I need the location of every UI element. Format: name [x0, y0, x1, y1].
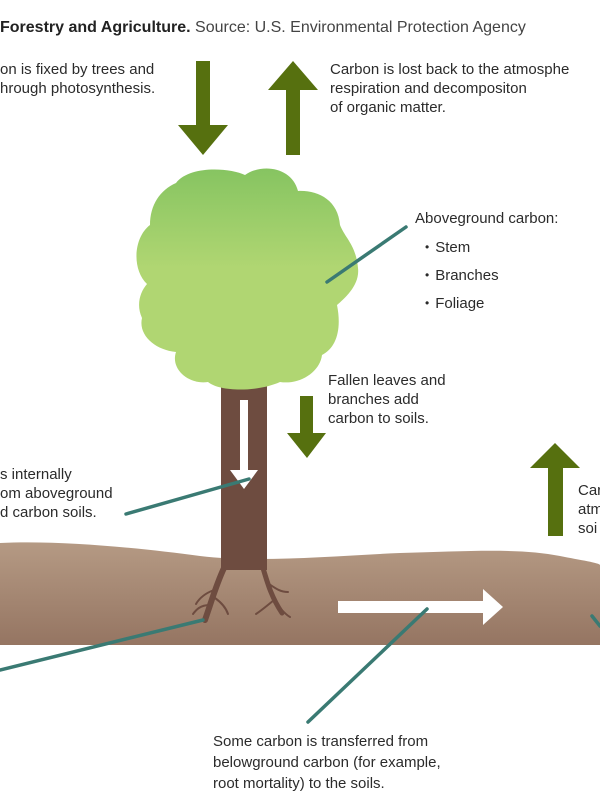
aboveground-title: Aboveground carbon: — [415, 210, 559, 227]
label-line: Carbon is lost back to the atmosphe — [330, 61, 570, 78]
label-aboveground-carbon: Aboveground carbon: Stem Branches Foliag… — [415, 209, 558, 318]
leader-lines — [0, 225, 600, 724]
label-carbon-fixed: on is fixed by trees and hrough photosyn… — [0, 60, 155, 98]
leader-internal — [124, 477, 251, 516]
label-line: on is fixed by trees and — [0, 61, 155, 78]
label-line: d carbon soils. — [0, 504, 97, 521]
photosynthesis-down-arrow — [178, 61, 228, 155]
tree-canopy — [136, 168, 359, 390]
caption-title: Forestry and Agriculture. — [0, 19, 191, 36]
label-line: hrough photosynthesis. — [0, 80, 156, 97]
leader-soil-right — [590, 614, 600, 628]
label-line: Some carbon is transferred from — [213, 733, 429, 750]
label-line: belowground carbon (for example, — [213, 754, 441, 771]
label-line: respiration and decompositon — [330, 80, 527, 97]
aboveground-list: Stem Branches Foliage — [425, 234, 558, 318]
soil-respiration-up-arrow — [530, 443, 580, 536]
label-carbon-lost: Carbon is lost back to the atmosphe resp… — [330, 60, 569, 117]
soil-layer — [0, 542, 600, 645]
label-soil-carbon-loss: Car atm soi — [578, 481, 600, 538]
caption-source: Source: U.S. Environmental Protection Ag… — [195, 19, 526, 36]
fallen-leaves-down-arrow — [287, 396, 326, 458]
label-fallen-leaves: Fallen leaves and branches add carbon to… — [328, 371, 446, 428]
label-line: s internally — [0, 466, 72, 483]
label-line: branches add — [328, 391, 419, 408]
label-line: soi — [578, 520, 598, 537]
label-line: root mortality) to the soils. — [213, 775, 385, 792]
label-line: om aboveground — [0, 485, 113, 502]
label-line: atm — [578, 501, 600, 518]
label-line: of organic matter. — [330, 99, 446, 116]
leader-aboveground — [325, 225, 408, 284]
root-to-soil-arrow — [338, 589, 503, 625]
label-internal-transfer: s internally om aboveground d carbon soi… — [0, 465, 113, 522]
respiration-up-arrow — [268, 61, 318, 155]
leader-belowground — [0, 618, 205, 672]
list-item: Branches — [425, 262, 558, 290]
figure-caption: Forestry and Agriculture. Source: U.S. E… — [0, 19, 526, 37]
list-item: Stem — [425, 234, 558, 262]
label-line: Car — [578, 482, 600, 499]
tree-roots — [192, 565, 291, 623]
list-item: Foliage — [425, 290, 558, 318]
label-line: Fallen leaves and — [328, 372, 446, 389]
label-line: carbon to soils. — [328, 410, 429, 427]
leader-transfer — [306, 607, 429, 724]
label-belowground-transfer: Some carbon is transferred from belowgro… — [213, 731, 441, 794]
